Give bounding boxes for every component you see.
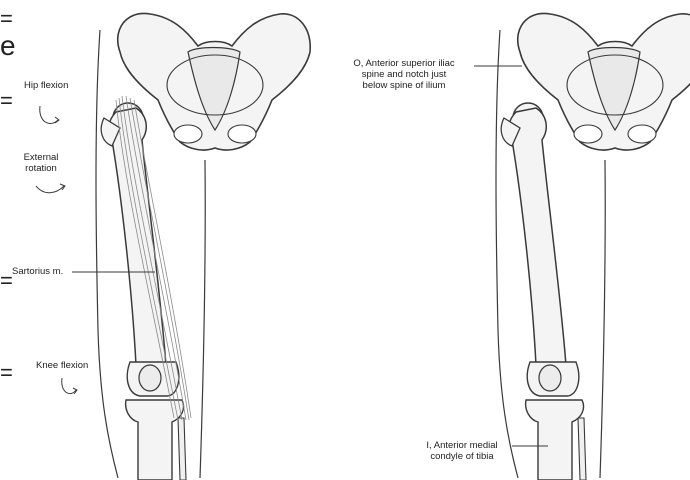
insertion-label: I, Anterior medial condyle of tibia [412, 440, 512, 462]
hip-flexion-arrow-icon [40, 106, 58, 124]
knee-flexion-label: Knee flexion [36, 360, 88, 371]
external-rotation-line1: External [14, 152, 68, 163]
origin-label: O, Anterior superior iliac spine and not… [336, 58, 472, 91]
right-skeleton [496, 13, 690, 480]
hip-flexion-label: Hip flexion [24, 80, 68, 91]
edge-mark-2: e [0, 30, 16, 62]
knee-flexion-arrow-icon [62, 378, 76, 394]
edge-mark-1: = [0, 6, 13, 32]
edge-mark-5: = [0, 360, 13, 386]
external-rotation-line2: rotation [14, 163, 68, 174]
origin-label-line1: O, Anterior superior iliac [336, 58, 472, 69]
left-skeleton [96, 13, 310, 480]
external-rotation-arrow-icon [36, 186, 64, 193]
external-rotation-label: External rotation [14, 152, 68, 174]
edge-mark-4: = [0, 268, 13, 294]
edge-mark-3: = [0, 88, 13, 114]
insertion-label-line2: condyle of tibia [412, 451, 512, 462]
origin-label-line2: spine and notch just [336, 69, 472, 80]
insertion-label-line1: I, Anterior medial [412, 440, 512, 451]
sartorius-label: Sartorius m. [12, 266, 63, 277]
origin-label-line3: below spine of ilium [336, 80, 472, 91]
